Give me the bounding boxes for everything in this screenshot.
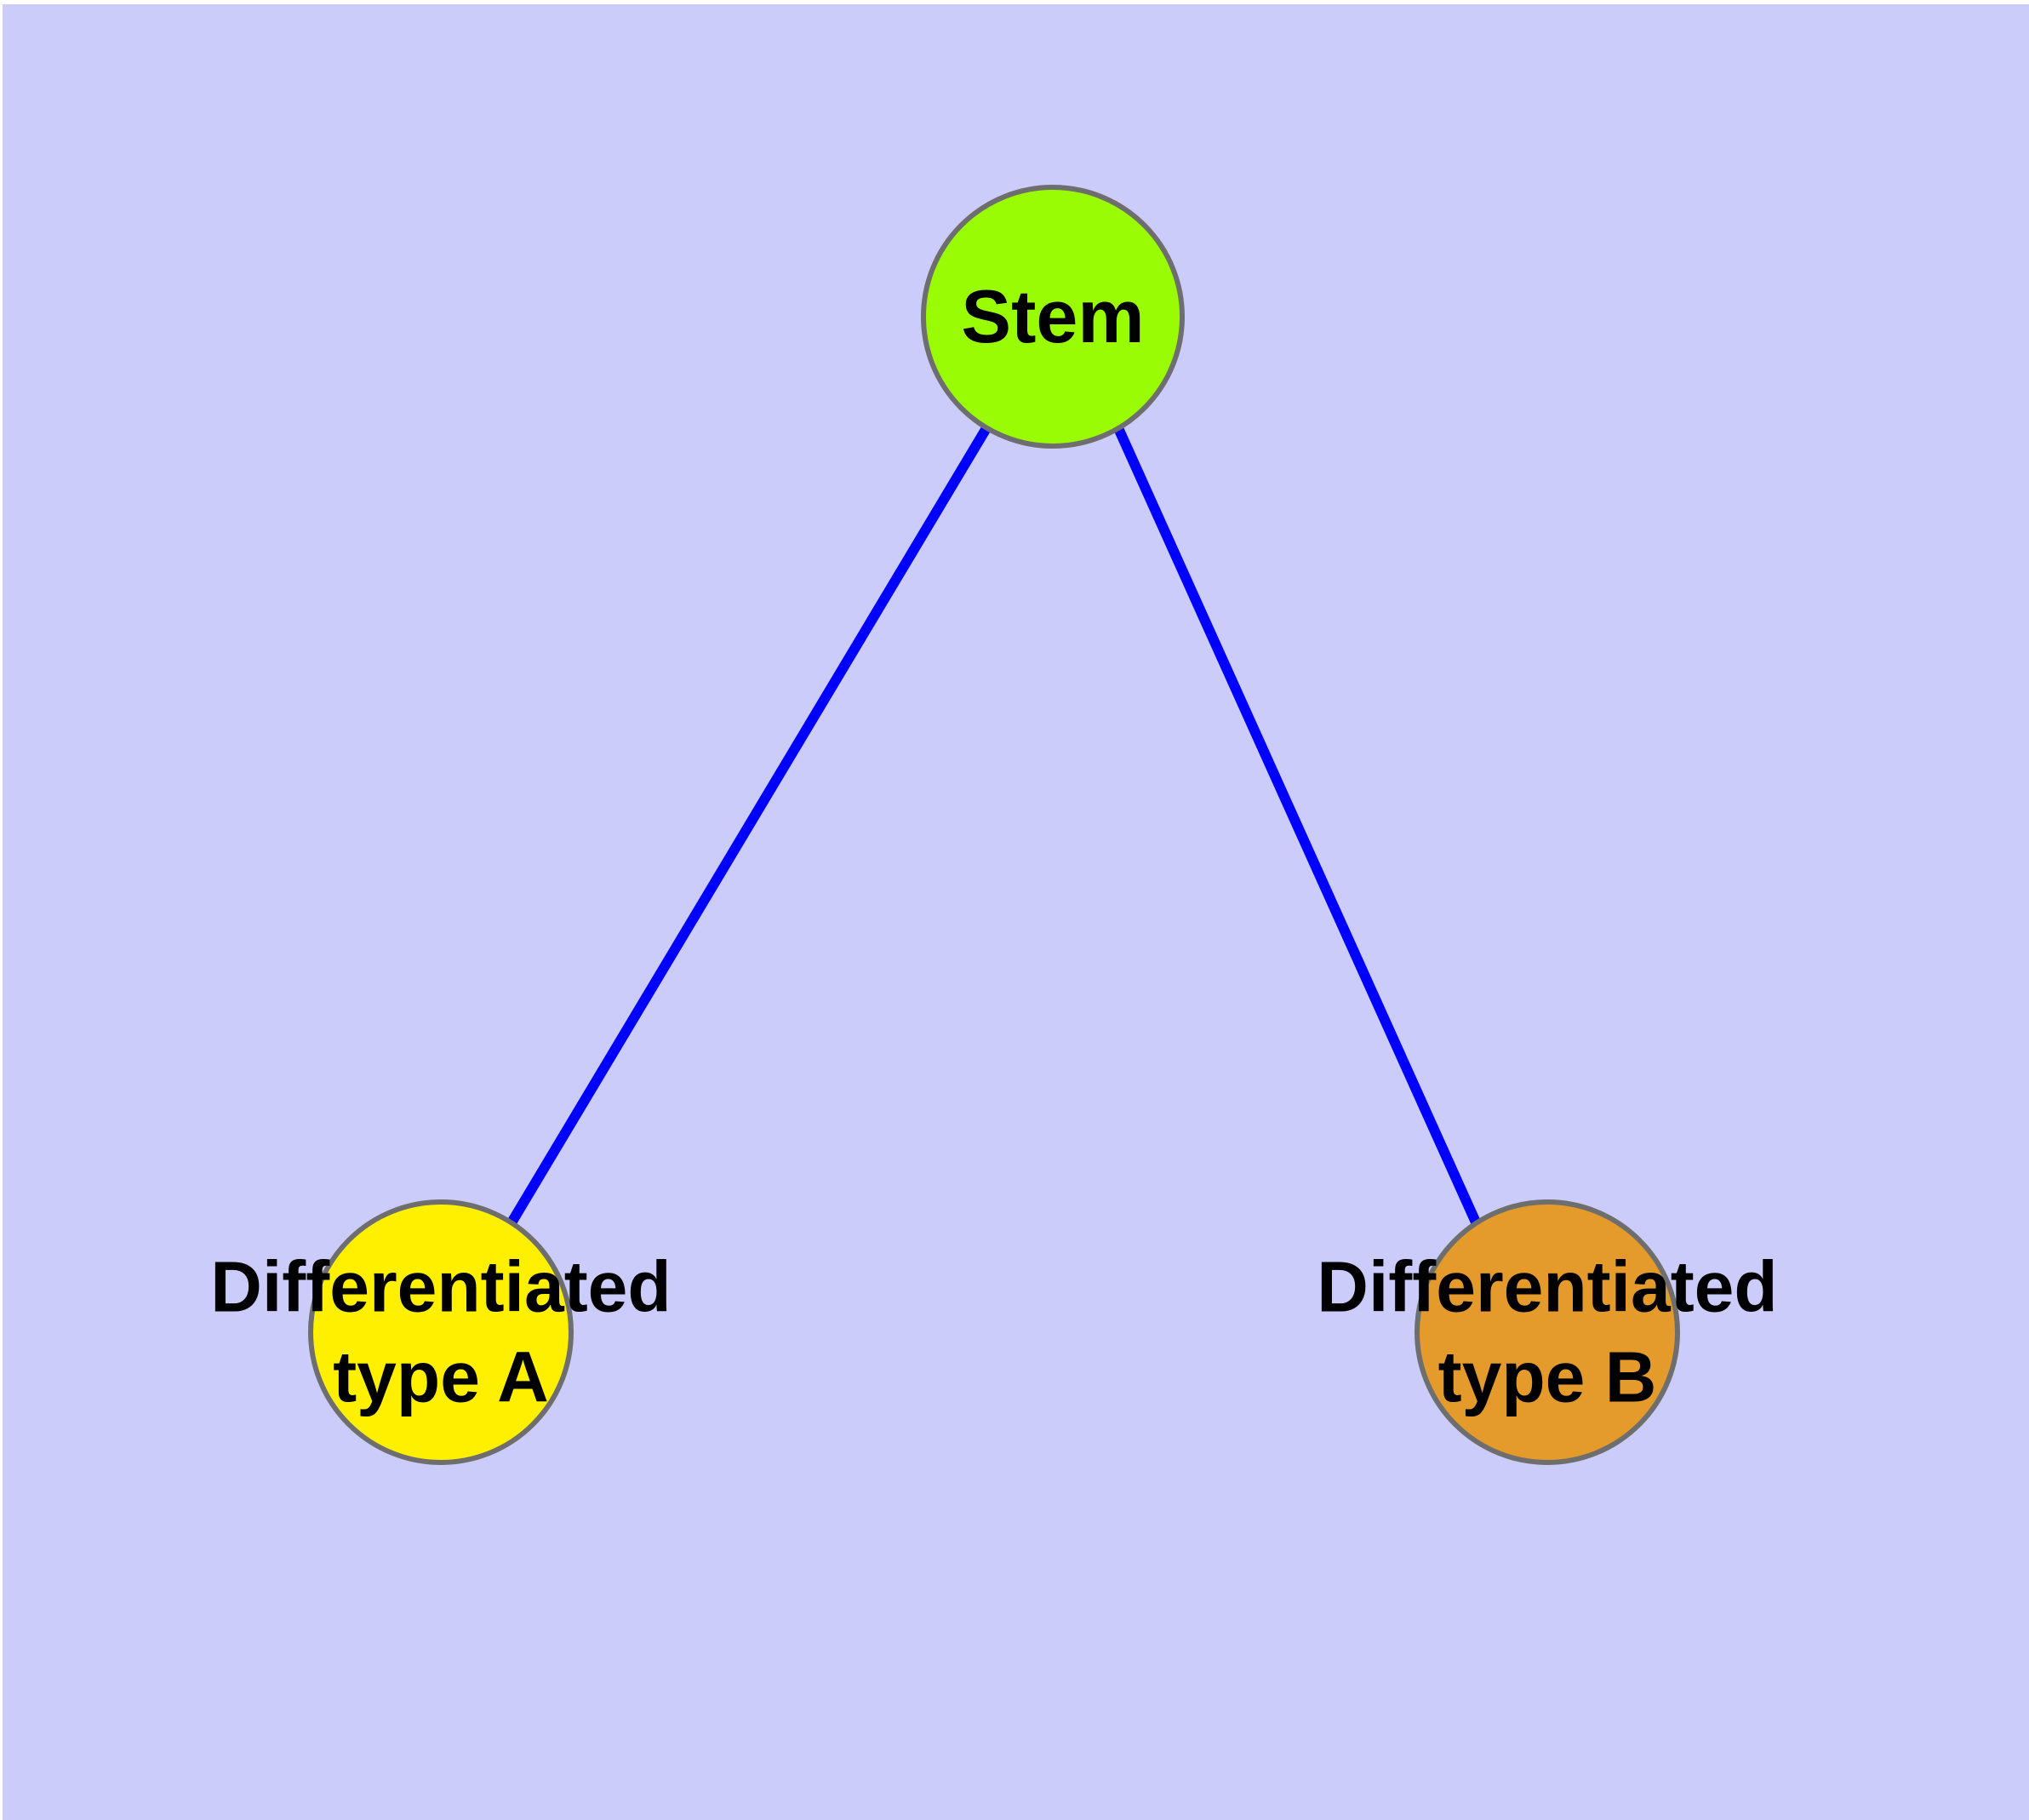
node-layer <box>308 185 1680 1465</box>
graph-node-label-line: Differentiated <box>1317 1247 1777 1327</box>
graph-node-diff_b[interactable] <box>1415 1199 1680 1465</box>
graph-node-label-line: Differentiated <box>210 1247 671 1327</box>
graph-node-label-diff_a: Differentiated type A <box>210 1247 671 1417</box>
graph-node-label-line: type B <box>1438 1337 1657 1417</box>
graph-node-label-line: type A <box>333 1337 549 1417</box>
graph-edge-stem-to-diff_a[interactable] <box>506 425 992 1228</box>
graph-edge-stem-to-diff_b[interactable] <box>1113 426 1482 1227</box>
graph-node-label-stem: Stem <box>961 274 1144 358</box>
edge-layer <box>506 425 1482 1228</box>
graph-node-stem[interactable] <box>921 185 1185 449</box>
graph-node-label-diff_b: Differentiated type B <box>1317 1247 1777 1417</box>
graph-node-diff_a[interactable] <box>308 1199 574 1465</box>
graph-node-label-line: Stem <box>961 274 1144 358</box>
